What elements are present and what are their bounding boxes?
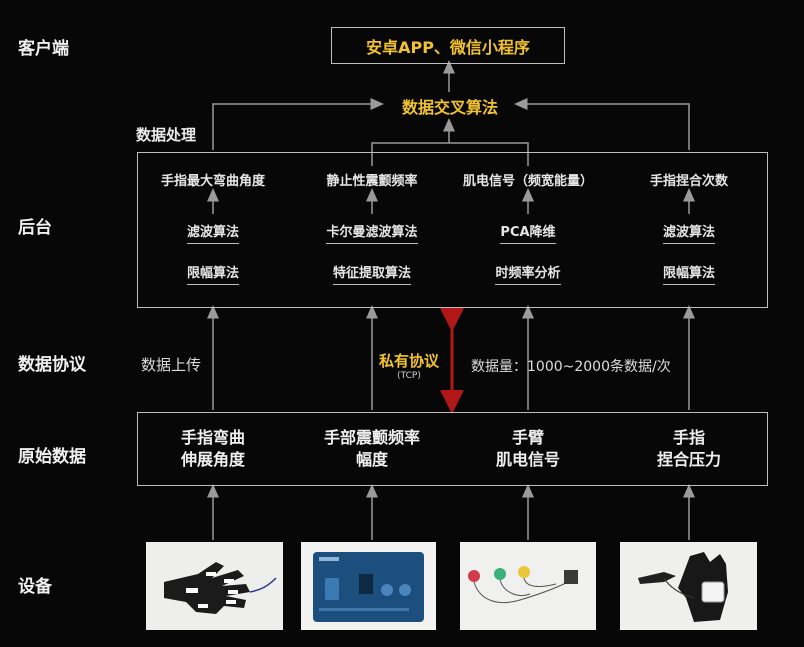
layer-label-backend: 后台 xyxy=(18,218,52,238)
device-photo-glove xyxy=(146,542,283,630)
step1-pca: PCA降维 xyxy=(500,225,556,244)
step2-feature-extract: 特征提取算法 xyxy=(332,266,411,285)
raw-finger-angle-line1: 手指弯曲 xyxy=(180,428,245,447)
layer-label-raw: 原始数据 xyxy=(18,447,86,467)
layer-label-client: 客户端 xyxy=(18,39,69,59)
backend-box xyxy=(137,152,768,308)
raw-emg: 手臂 肌电信号 xyxy=(463,427,593,471)
feature-tremor-frequency: 静止性震颤频率 xyxy=(326,174,418,189)
step2-limit: 限幅算法 xyxy=(186,266,239,285)
emg-electrodes-image xyxy=(460,542,596,630)
raw-data-box xyxy=(137,412,768,486)
raw-tremor-line1: 手部震颤频率 xyxy=(323,428,420,447)
private-protocol-label: 私有协议 xyxy=(378,352,439,370)
raw-emg-line2: 肌电信号 xyxy=(495,450,560,469)
fusion-label: 数据交叉算法 xyxy=(401,98,498,117)
data-volume-label: 数据量：1000~2000条数据/次 xyxy=(471,359,671,375)
raw-tremor-line2: 幅度 xyxy=(355,450,388,469)
arrow-right-to-fusion xyxy=(514,98,690,150)
feature-pinch-count: 手指捏合次数 xyxy=(649,174,728,189)
device-photo-emg xyxy=(460,542,596,630)
step2-time-frequency: 时频率分析 xyxy=(495,266,561,285)
feature-emg: 肌电信号（频宽能量） xyxy=(462,174,593,189)
raw-pinch: 手指 捏合压力 xyxy=(624,427,754,471)
device-photo-pressure-glove xyxy=(620,542,757,630)
step2-limit-2: 限幅算法 xyxy=(662,266,715,285)
step1-filter-2: 滤波算法 xyxy=(662,225,715,244)
layer-label-device: 设备 xyxy=(18,577,52,597)
circuit-board-image xyxy=(301,542,436,630)
raw-tremor: 手部震颤频率 幅度 xyxy=(302,427,442,471)
glove-sensor-image xyxy=(146,542,283,630)
feature-finger-angle: 手指最大弯曲角度 xyxy=(160,174,265,189)
pressure-glove-image xyxy=(620,542,757,630)
step1-kalman: 卡尔曼滤波算法 xyxy=(326,225,418,244)
arrow-left-to-fusion xyxy=(212,98,384,150)
client-box: 安卓APP、微信小程序 xyxy=(331,27,565,64)
raw-finger-angle: 手指弯曲 伸展角度 xyxy=(148,427,278,471)
raw-emg-line1: 手臂 xyxy=(511,428,544,447)
raw-pinch-line1: 手指 xyxy=(672,428,705,447)
device-photo-board xyxy=(301,542,436,630)
upload-label: 数据上传 xyxy=(141,356,202,374)
protocol-sub-label: (TCP) xyxy=(397,371,421,381)
raw-finger-angle-line2: 伸展角度 xyxy=(180,450,245,469)
layer-label-protocol: 数据协议 xyxy=(18,355,86,375)
data-processing-label: 数据处理 xyxy=(136,126,197,144)
raw-pinch-line2: 捏合压力 xyxy=(656,450,721,469)
step1-filter: 滤波算法 xyxy=(186,225,239,244)
bracket-middle xyxy=(371,142,529,166)
